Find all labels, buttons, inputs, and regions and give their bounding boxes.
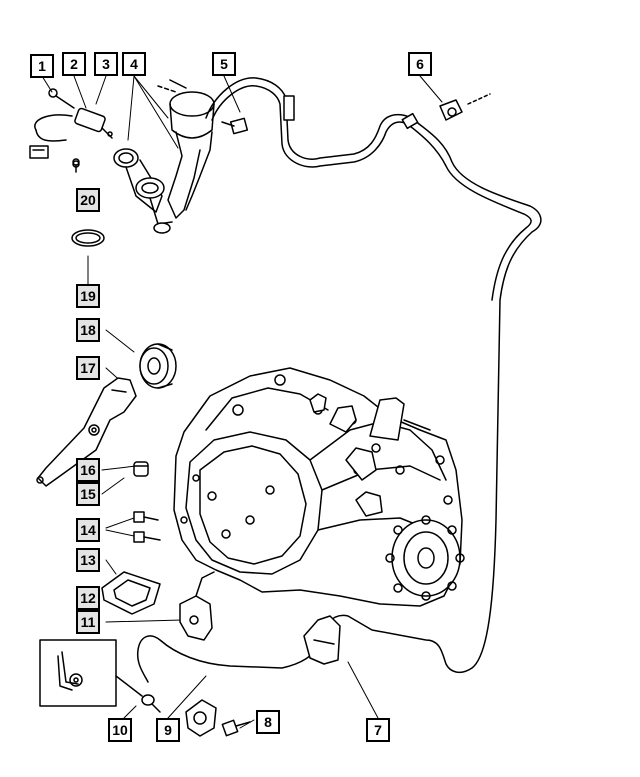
part-4-clutch-cylinder xyxy=(113,79,215,234)
part-9-bleeder-sensor xyxy=(185,699,217,737)
part-19-seal-ring xyxy=(71,229,105,247)
callout-20: 20 xyxy=(76,188,100,212)
part-18-release-bearing xyxy=(139,343,177,389)
part-15-16-pivot-stud xyxy=(133,461,149,477)
callout-17: 17 xyxy=(76,356,100,380)
leader-lines xyxy=(41,75,443,729)
callout-18: 18 xyxy=(76,318,100,342)
part-17-release-fork xyxy=(36,377,137,487)
callout-13: 13 xyxy=(76,548,100,572)
callout-5: 5 xyxy=(212,52,236,76)
callout-7: 7 xyxy=(366,718,390,742)
callout-2: 2 xyxy=(62,52,86,76)
part-13-cover-plate xyxy=(101,571,161,615)
callout-12: 12 xyxy=(76,586,100,610)
callout-11: 11 xyxy=(76,610,100,634)
part-20-screw xyxy=(72,160,80,168)
callout-9: 9 xyxy=(156,718,180,742)
callout-8: 8 xyxy=(256,710,280,734)
part-6-line-fitting xyxy=(439,93,491,121)
callout-19: 19 xyxy=(76,284,100,308)
part-8-bolt xyxy=(221,719,251,737)
callout-1: 1 xyxy=(30,54,54,78)
part-7-line-clip xyxy=(303,615,341,665)
part-1-harness-connector xyxy=(29,88,80,173)
callout-3: 3 xyxy=(94,52,118,76)
hydraulic-line xyxy=(136,77,542,683)
callout-15: 15 xyxy=(76,482,100,506)
part-5-bolt xyxy=(221,117,249,135)
detail-inset xyxy=(39,639,143,707)
callout-14: 14 xyxy=(76,518,100,542)
part-11-12-bracket xyxy=(179,571,215,641)
part-14-bolts xyxy=(133,511,161,543)
transaxle-housing xyxy=(173,367,465,607)
callout-16: 16 xyxy=(76,458,100,482)
part-2-3-sensor xyxy=(74,107,113,139)
part-10-fitting xyxy=(141,694,161,713)
callout-6: 6 xyxy=(408,52,432,76)
callout-4: 4 xyxy=(122,52,146,76)
callout-10: 10 xyxy=(108,718,132,742)
